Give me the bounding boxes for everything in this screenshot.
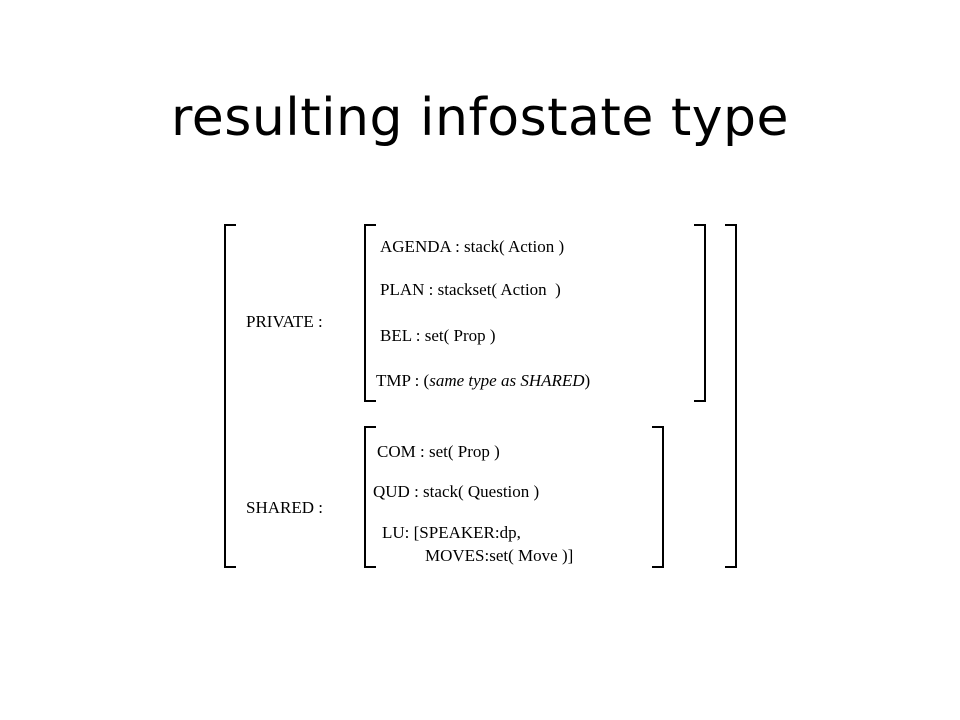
tmp-suffix: ) xyxy=(584,371,591,390)
qud-field: QUD : stack( Question ) xyxy=(373,482,540,501)
outer-right-bracket xyxy=(725,224,737,568)
lu-field-line2: MOVES:set( Move )] xyxy=(425,546,574,565)
private-label: PRIVATE : xyxy=(246,312,323,331)
private-left-bracket xyxy=(364,224,376,402)
lu-field-line1: LU: [SPEAKER:dp, xyxy=(382,523,521,542)
agenda-field: AGENDA : stack( Action ) xyxy=(380,237,565,256)
slide-title: resulting infostate type xyxy=(171,88,789,148)
tmp-field: TMP : (same type as SHARED) xyxy=(376,372,590,389)
com-field: COM : set( Prop ) xyxy=(377,442,500,461)
shared-right-bracket xyxy=(652,426,664,568)
outer-left-bracket xyxy=(224,224,236,568)
tmp-italic: same type as SHARED xyxy=(429,371,585,390)
private-right-bracket xyxy=(694,224,706,402)
shared-label: SHARED : xyxy=(246,498,323,517)
plan-field: PLAN : stackset( Action ) xyxy=(380,280,561,299)
shared-left-bracket xyxy=(364,426,376,568)
bel-field: BEL : set( Prop ) xyxy=(380,326,496,345)
tmp-prefix: TMP : ( xyxy=(376,371,430,390)
